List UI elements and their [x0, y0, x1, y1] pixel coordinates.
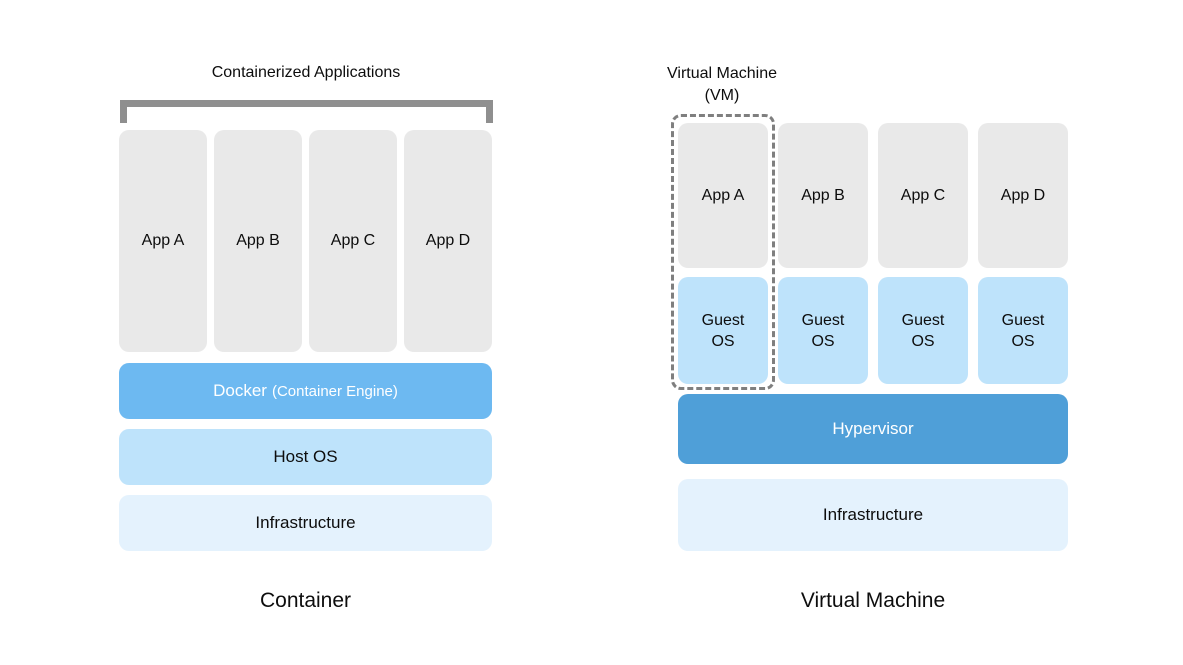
containerized-apps-bracket — [120, 100, 493, 123]
host-os-label: Host OS — [273, 447, 338, 466]
vm-app-label: App B — [801, 186, 845, 204]
guest-os-box-3: Guest OS — [878, 277, 968, 384]
container-app-box-b: App B — [214, 130, 302, 352]
infrastructure-label: Infrastructure — [822, 505, 924, 524]
container-app-label: App A — [141, 232, 185, 249]
vm-app-box-a: App A — [678, 123, 768, 268]
docker-container-engine-bar: Docker (Container Engine) — [119, 363, 492, 419]
container-app-box-a: App A — [119, 130, 207, 352]
virtual-machine-vm-label: Virtual Machine (VM) — [667, 65, 777, 104]
vm-infrastructure-bar: Infrastructure — [678, 479, 1068, 551]
vm-app-label: App A — [701, 186, 745, 204]
container-engine-label: (Container Engine) — [271, 382, 398, 400]
vm-app-box-d: App D — [978, 123, 1068, 268]
hypervisor-label: Hypervisor — [832, 419, 914, 438]
container-app-label: App D — [425, 232, 471, 249]
docker-label: Docker — [213, 381, 267, 400]
container-app-box-d: App D — [404, 130, 492, 352]
guest-os-label: Guest OS — [901, 311, 945, 350]
container-app-label: App B — [236, 232, 280, 249]
container-infrastructure-bar: Infrastructure — [119, 495, 492, 551]
vm-app-box-b: App B — [778, 123, 868, 268]
container-app-box-c: App C — [309, 130, 397, 352]
vm-app-label: App C — [900, 186, 946, 204]
vm-app-label: App D — [1000, 186, 1046, 204]
vm-app-box-c: App C — [878, 123, 968, 268]
containerized-applications-label: Containerized Applications — [211, 64, 401, 81]
infrastructure-label: Infrastructure — [255, 513, 356, 532]
vm-dashed-outline — [671, 114, 775, 390]
virtual-machine-caption: Virtual Machine — [800, 589, 946, 612]
container-caption: Container — [259, 589, 352, 612]
guest-os-label: Guest OS — [801, 311, 845, 350]
guest-os-label: Guest OS — [701, 311, 745, 350]
guest-os-label: Guest OS — [1001, 311, 1045, 350]
guest-os-box-1: Guest OS — [678, 277, 768, 384]
guest-os-box-2: Guest OS — [778, 277, 868, 384]
guest-os-box-4: Guest OS — [978, 277, 1068, 384]
host-os-bar: Host OS — [119, 429, 492, 485]
container-app-label: App C — [330, 232, 376, 249]
hypervisor-bar: Hypervisor — [678, 394, 1068, 464]
